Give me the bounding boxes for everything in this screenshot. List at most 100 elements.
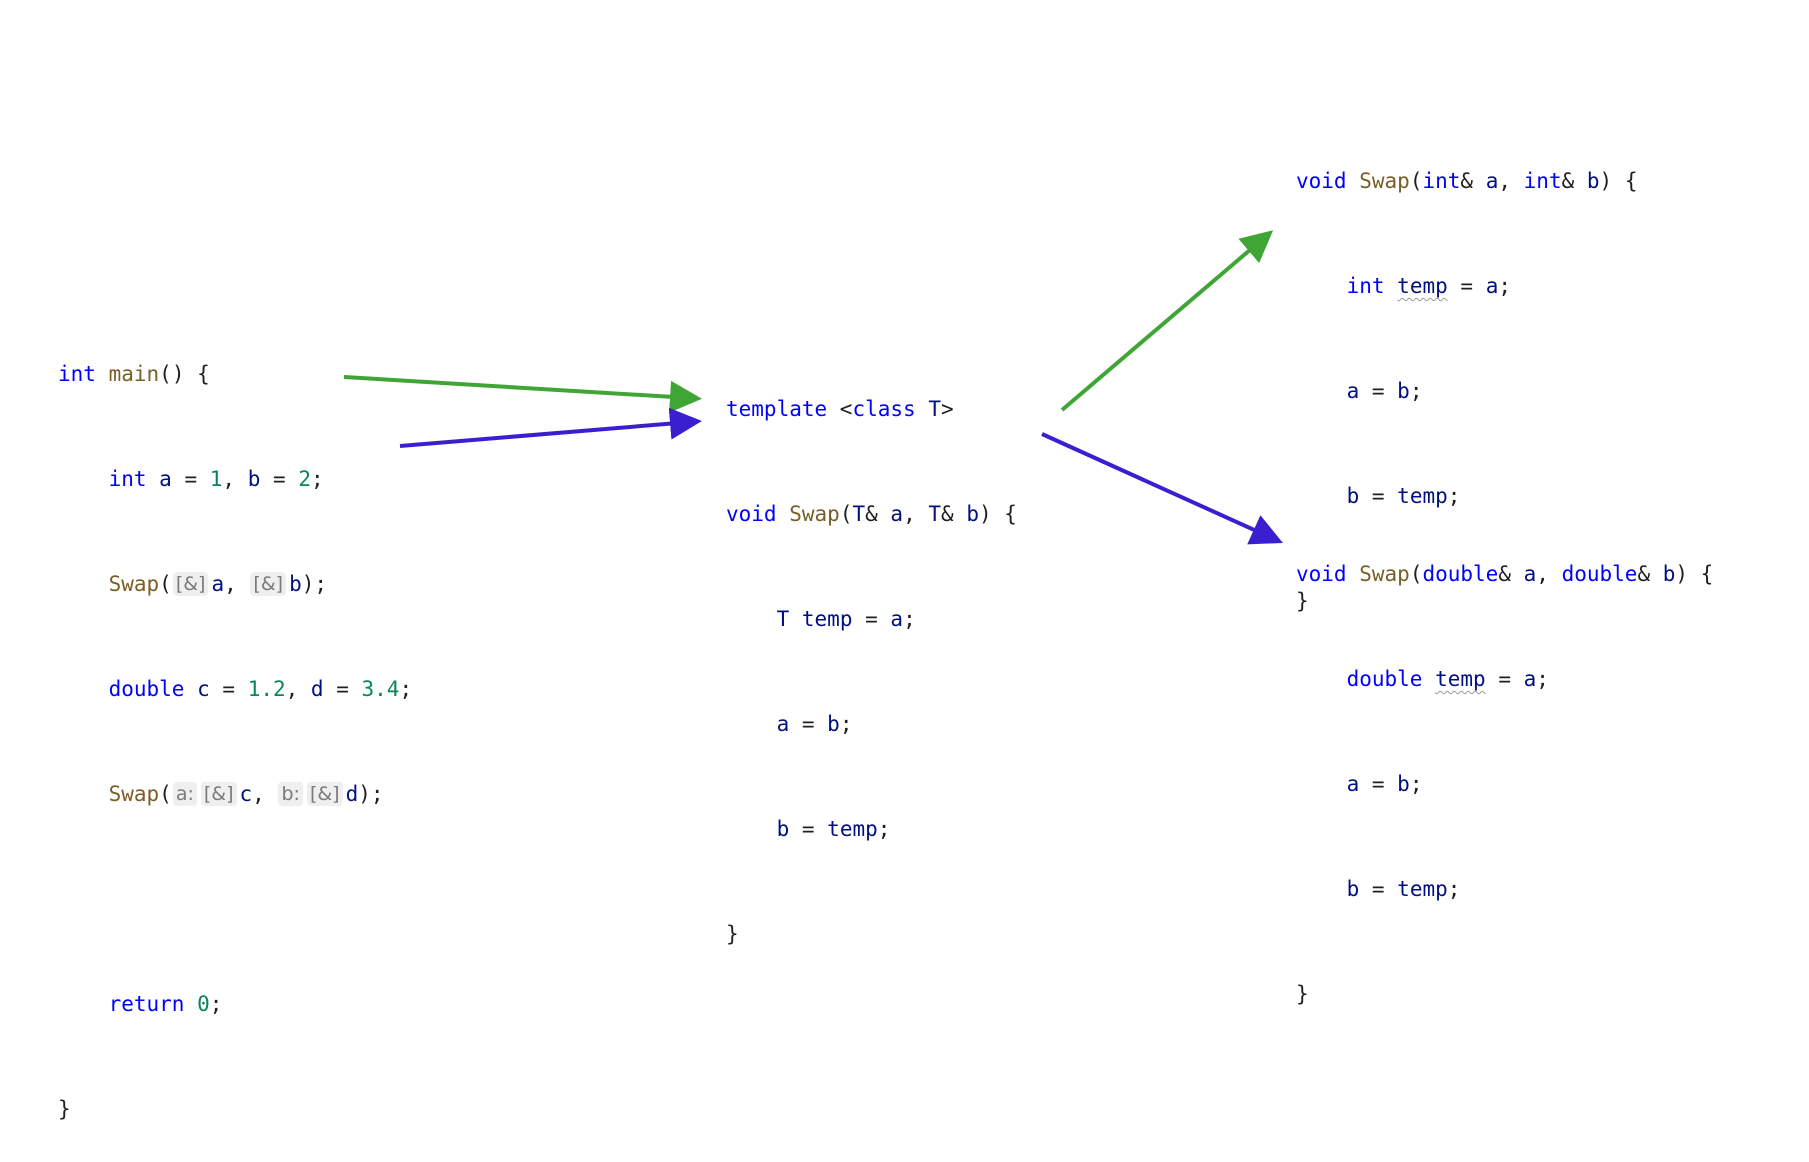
punctuation: ;	[1498, 274, 1511, 298]
code-line: int a = 1, b = 2;	[58, 462, 412, 497]
type-parameter: T	[928, 502, 942, 526]
code-line: int main() {	[58, 357, 412, 392]
keyword: int	[1523, 169, 1562, 193]
identifier: a	[211, 572, 225, 596]
inlay-hint: [&]	[200, 782, 237, 806]
punctuation: &	[1637, 562, 1663, 586]
operator: =	[852, 607, 891, 631]
code-line: template <class T>	[726, 392, 1017, 427]
keyword: void	[1296, 562, 1347, 586]
identifier: b	[776, 817, 790, 841]
keyword: double	[1561, 562, 1638, 586]
number-literal: 2	[298, 467, 311, 491]
code-line: b = temp;	[1296, 872, 1713, 907]
closing-brace: }	[1296, 589, 1309, 613]
identifier: a	[1523, 667, 1537, 691]
punctuation: );	[301, 572, 328, 596]
punctuation: ;	[877, 817, 891, 841]
arrows-layer	[343, 230, 1283, 545]
type-parameter: T	[852, 502, 866, 526]
inlay-hint: [&]	[306, 782, 343, 806]
identifier: a	[1523, 562, 1537, 586]
closing-brace: }	[58, 1097, 71, 1121]
keyword: int	[58, 362, 96, 386]
punctuation: (	[159, 572, 172, 596]
operator: =	[789, 817, 828, 841]
identifier: b	[247, 467, 261, 491]
punctuation: &	[1498, 562, 1524, 586]
punctuation: ,	[1536, 562, 1562, 586]
keyword: int	[108, 467, 147, 491]
identifier: temp	[1397, 274, 1448, 298]
identifier: a	[1485, 169, 1499, 193]
int-instantiation-code: void Swap(int& a, int& b) { int temp = a…	[1296, 94, 1637, 654]
identifier: b	[1397, 772, 1410, 796]
function-name: Swap	[789, 502, 840, 526]
identifier: temp	[1397, 877, 1448, 901]
operator: =	[789, 712, 828, 736]
punctuation: ;	[839, 712, 853, 736]
number-literal: 0	[197, 992, 210, 1016]
arrow-template-to-double-instantiation	[1041, 432, 1283, 545]
operator: =	[1485, 667, 1524, 691]
function-name: Swap	[1359, 169, 1410, 193]
punctuation: () {	[159, 362, 210, 386]
punctuation: ;	[1409, 772, 1423, 796]
punctuation: ,	[224, 572, 250, 596]
identifier: b	[1346, 484, 1360, 508]
code-line: }	[726, 917, 1017, 952]
identifier: b	[1346, 877, 1360, 901]
keyword: template	[726, 397, 828, 421]
code-line: return 0;	[58, 987, 412, 1022]
code-line: T temp = a;	[726, 602, 1017, 637]
number-literal: 1	[209, 467, 223, 491]
identifier: a	[1485, 274, 1499, 298]
identifier: b	[966, 502, 979, 526]
keyword: double	[1346, 667, 1423, 691]
operator: =	[171, 467, 210, 491]
keyword: return	[108, 992, 185, 1016]
punctuation: ,	[222, 467, 248, 491]
function-name: Swap	[1359, 562, 1410, 586]
identifier: a	[776, 712, 790, 736]
identifier: c	[239, 782, 253, 806]
code-line: a = b;	[1296, 767, 1713, 802]
double-instantiation-code: void Swap(double& a, double& b) { double…	[1296, 487, 1713, 1047]
arrow-double-call-to-template	[399, 407, 702, 448]
identifier: temp	[1397, 484, 1448, 508]
punctuation: ;	[1447, 484, 1461, 508]
punctuation: (	[839, 502, 853, 526]
type-parameter: T	[928, 397, 941, 421]
identifier: temp	[801, 607, 853, 631]
identifier: temp	[827, 817, 878, 841]
closing-brace: }	[1296, 982, 1309, 1006]
code-line: Swap(a:[&]c, b:[&]d);	[58, 777, 412, 812]
identifier: b	[827, 712, 840, 736]
identifier: b	[289, 572, 302, 596]
identifier: b	[1586, 169, 1600, 193]
code-line: b = temp;	[726, 812, 1017, 847]
punctuation: (	[1409, 562, 1423, 586]
function-name: main	[108, 362, 160, 386]
code-line: a = b;	[726, 707, 1017, 742]
keyword: double	[1422, 562, 1499, 586]
punctuation: ;	[903, 607, 916, 631]
function-name: Swap	[108, 572, 160, 596]
code-line-blank	[58, 882, 412, 917]
keyword: void	[726, 502, 777, 526]
identifier: d	[345, 782, 359, 806]
operator: =	[1359, 772, 1398, 796]
punctuation: >	[940, 397, 954, 421]
punctuation: &	[1561, 169, 1587, 193]
code-line: void Swap(double& a, double& b) {	[1296, 557, 1713, 592]
code-line: double temp = a;	[1296, 662, 1713, 697]
punctuation: ;	[1536, 667, 1549, 691]
keyword: int	[1422, 169, 1461, 193]
punctuation: ) {	[978, 502, 1017, 526]
inlay-hint: b:	[278, 782, 303, 806]
punctuation: ;	[310, 467, 324, 491]
function-name: Swap	[108, 782, 160, 806]
punctuation: (	[159, 782, 172, 806]
keyword: int	[1346, 274, 1385, 298]
operator: =	[260, 467, 299, 491]
